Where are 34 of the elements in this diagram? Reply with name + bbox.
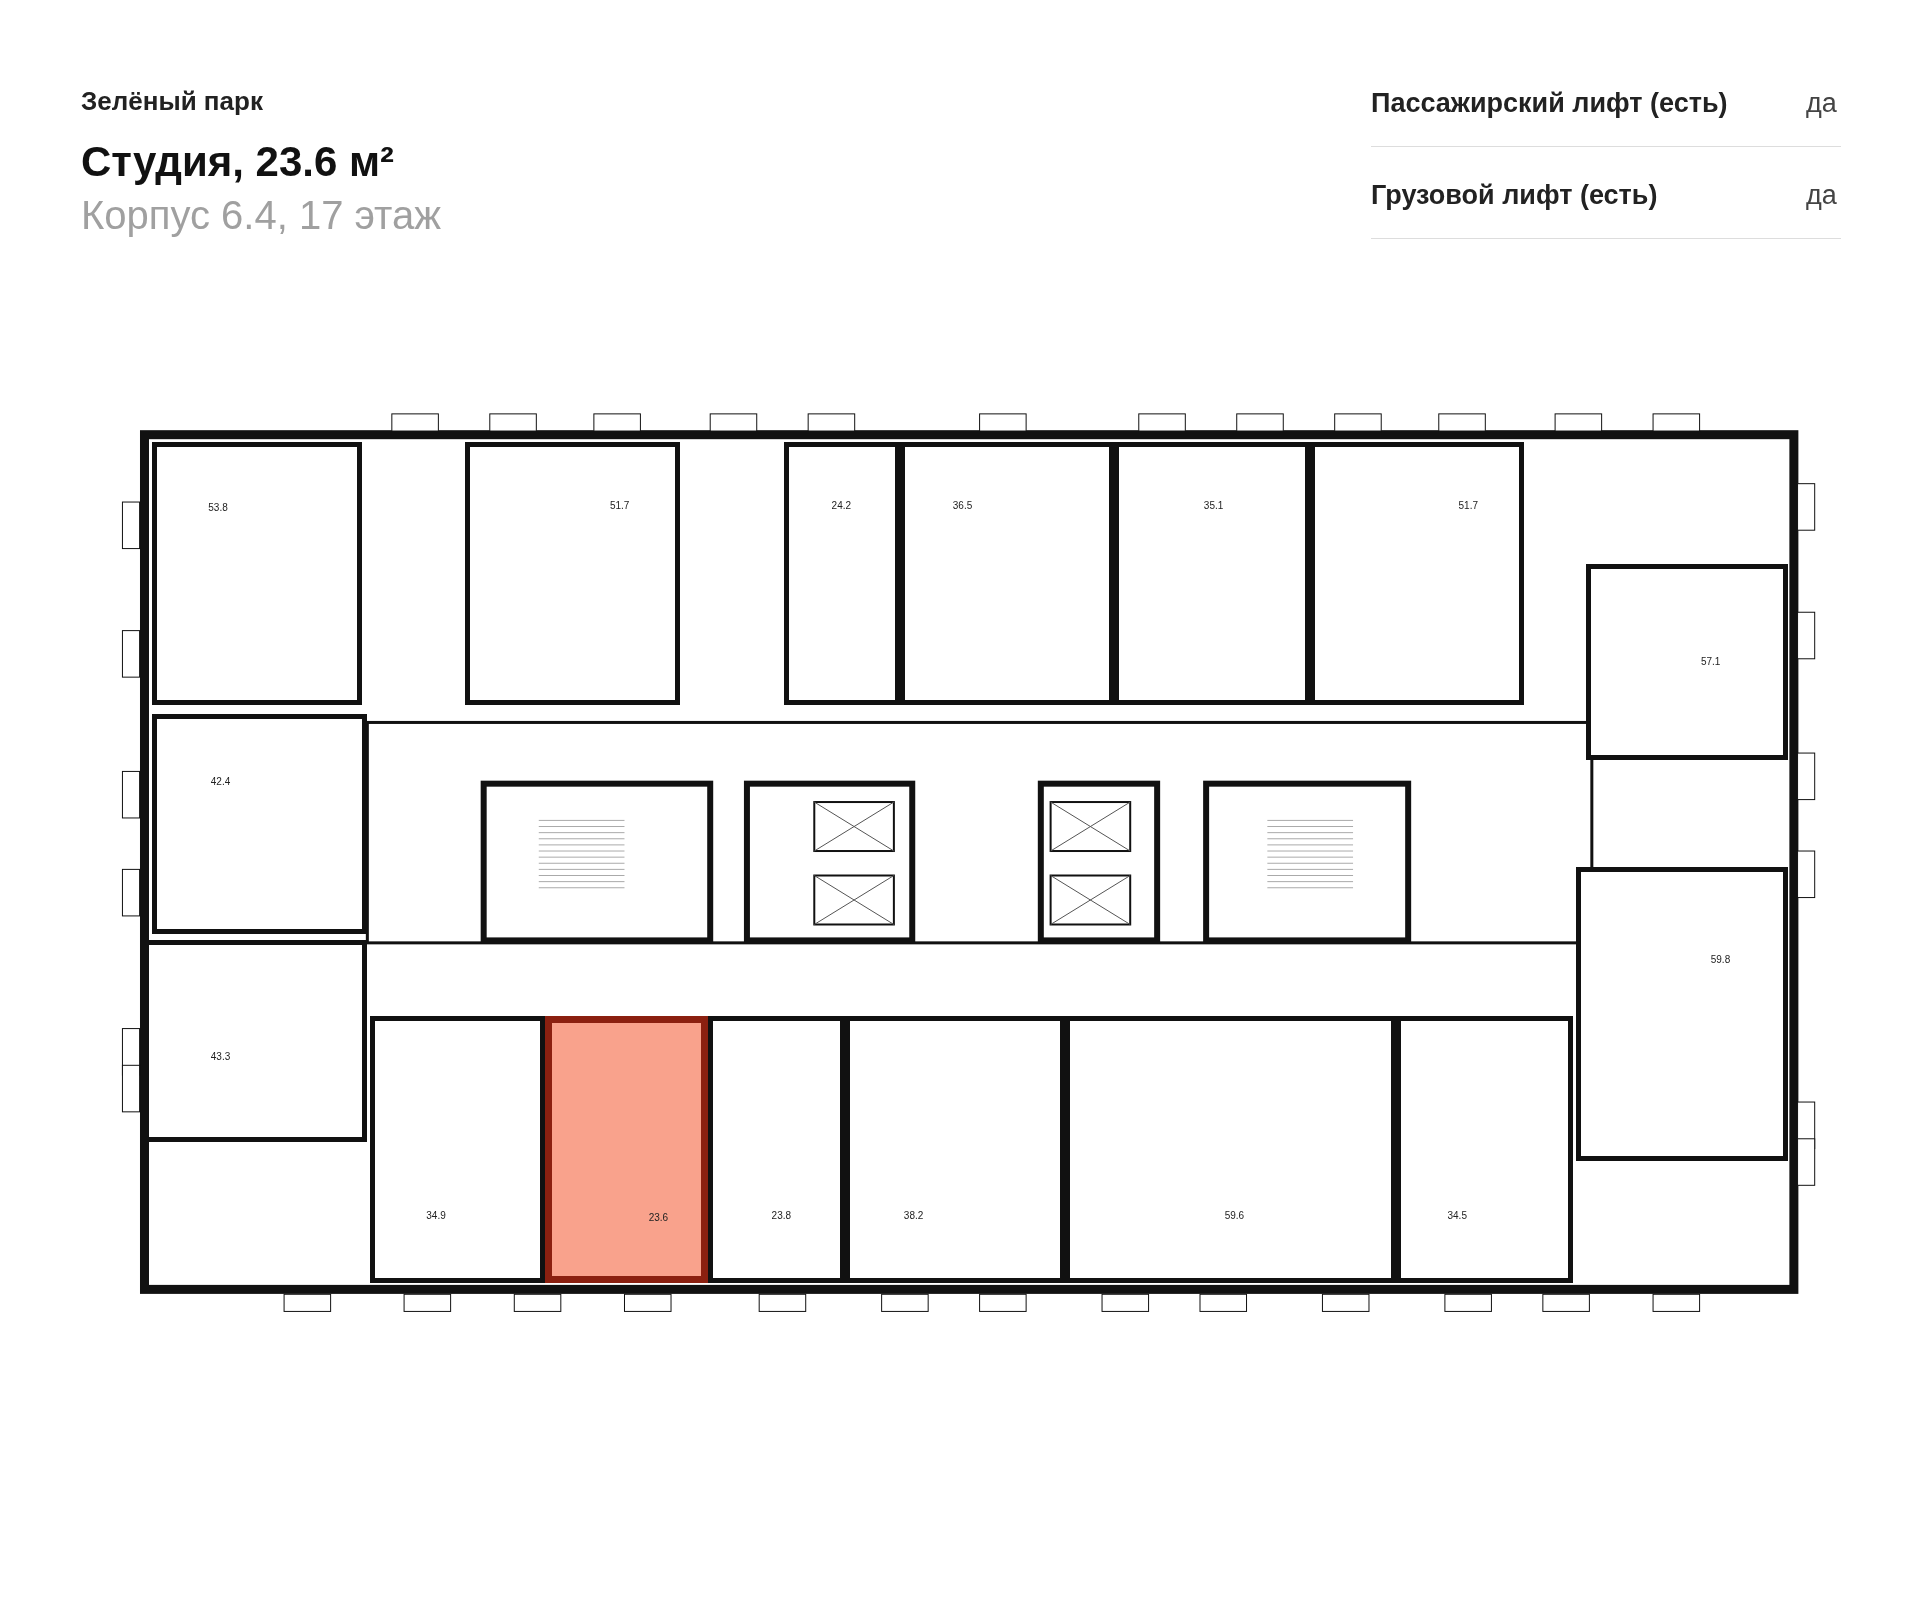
area-label: 24.2 (831, 499, 852, 511)
area-label: 38.2 (903, 1209, 924, 1221)
area-label: 34.5 (1447, 1209, 1467, 1221)
area-label: 59.8 (1710, 953, 1731, 965)
apartment-outline (465, 442, 680, 706)
area-label: 42.4 (210, 775, 231, 787)
area-label: 34.9 (426, 1209, 446, 1221)
apartment-outline (783, 442, 900, 706)
feature-value: да (1806, 88, 1837, 119)
project-name: Зелёный парк (81, 86, 263, 117)
building-floor-subtitle: Корпус 6.4, 17 этаж (81, 193, 441, 238)
area-label: 35.1 (1203, 499, 1224, 511)
apartment-outline (151, 442, 363, 706)
feature-name: Грузовой лифт (есть) (1371, 180, 1658, 211)
apartment-outline (1575, 866, 1788, 1161)
area-label: 23.8 (771, 1209, 792, 1221)
area-label: 51.7 (609, 499, 630, 511)
area-label: 36.5 (952, 499, 973, 511)
area-label: 53.8 (208, 501, 228, 513)
apartment-outline (1395, 1016, 1574, 1284)
area-label: 43.3 (210, 1050, 231, 1062)
apartment-title: Студия, 23.6 м² (81, 138, 395, 186)
apartment-outline (707, 1016, 845, 1284)
apartment-outline (369, 1016, 545, 1284)
feature-name: Пассажирский лифт (есть) (1371, 88, 1728, 119)
area-label: 57.1 (1700, 655, 1721, 667)
area-label: 59.6 (1224, 1209, 1245, 1221)
apartment-outline (544, 1016, 708, 1284)
apartment-outline (1310, 442, 1525, 706)
apartment-outline (151, 713, 368, 935)
area-label: 23.6 (648, 1211, 669, 1223)
apartment-outline (1585, 564, 1788, 761)
area-label: 51.7 (1458, 499, 1478, 511)
feature-value: да (1806, 180, 1837, 211)
